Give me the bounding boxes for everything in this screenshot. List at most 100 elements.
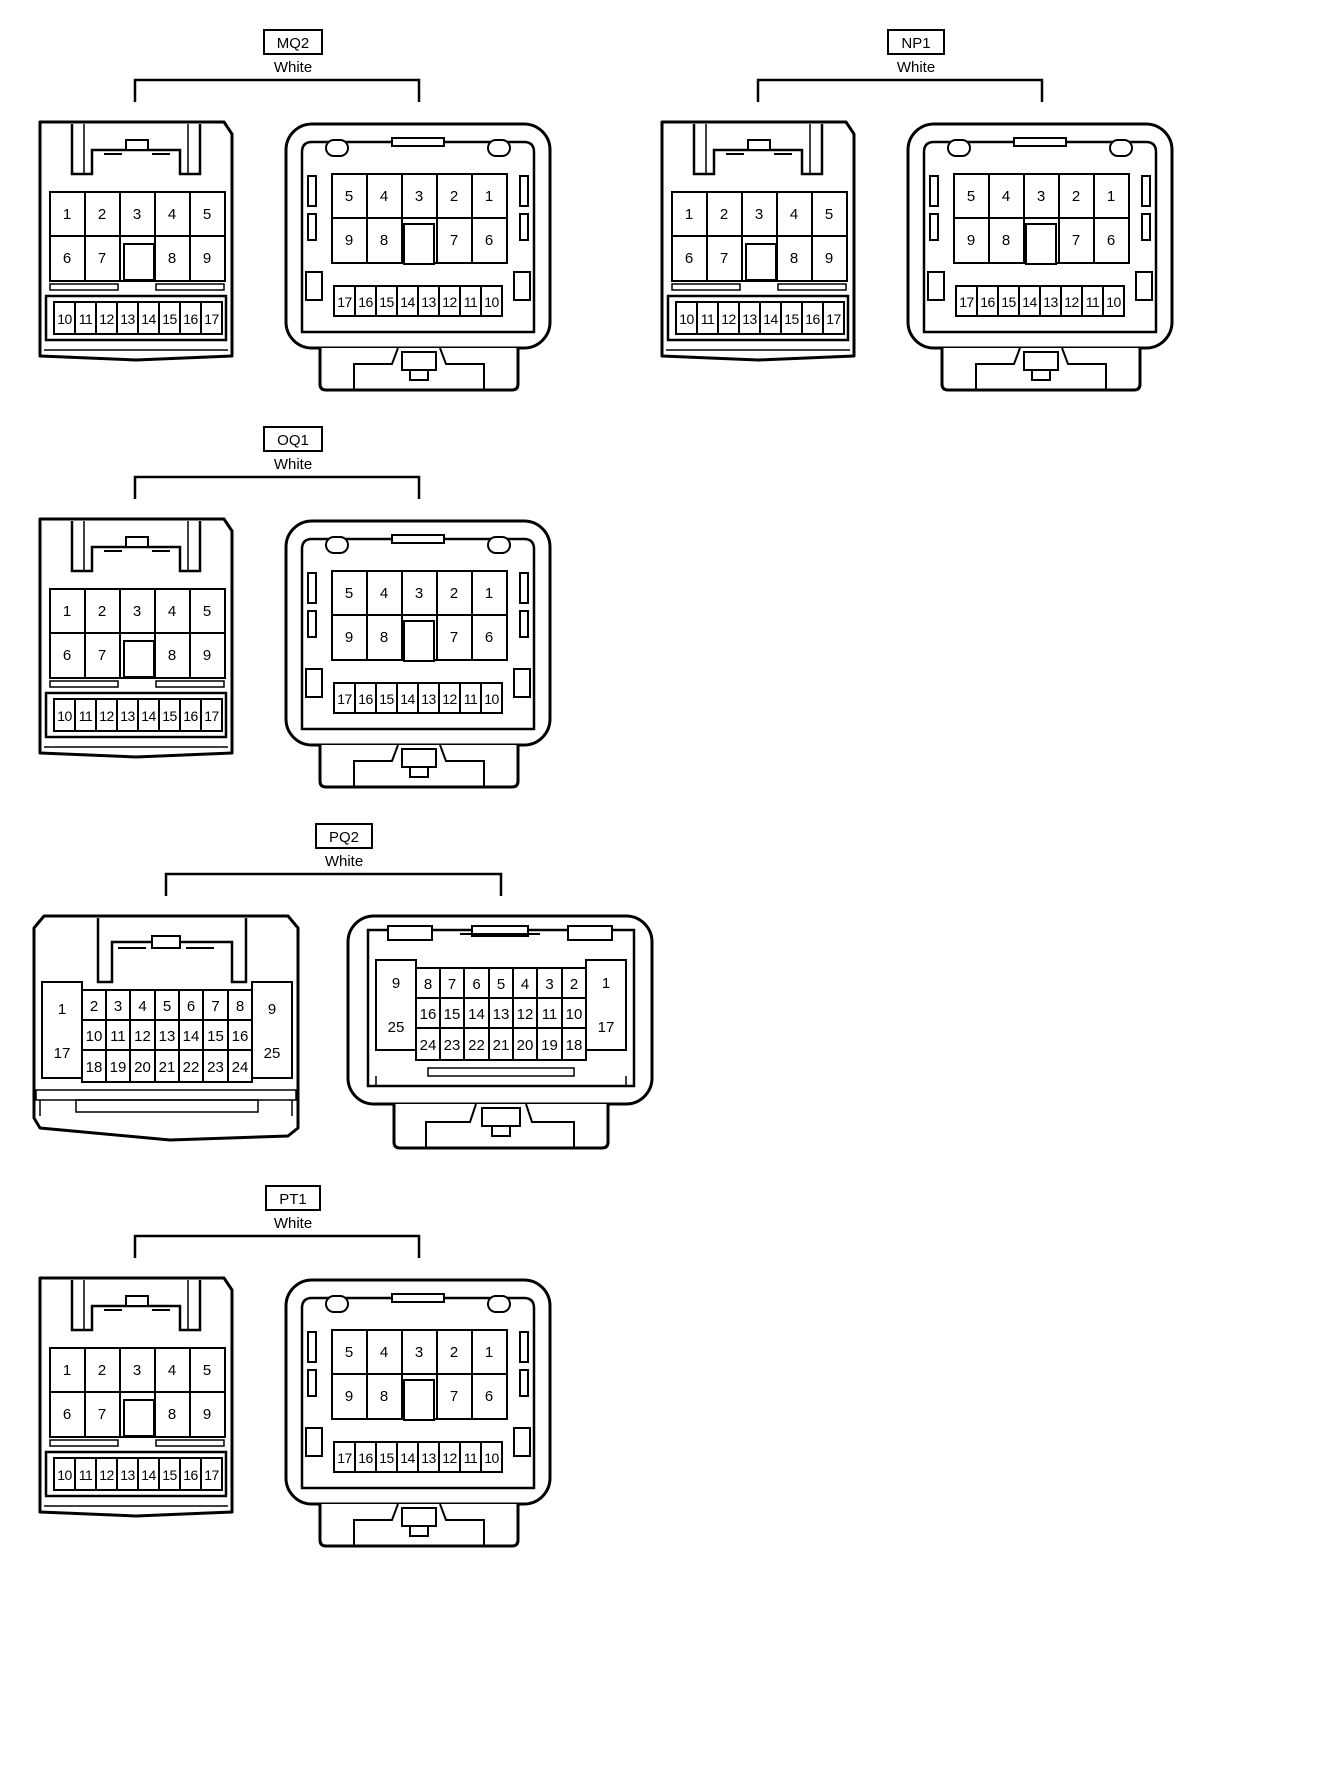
pin-label: 7 xyxy=(1072,232,1080,249)
pin-label: 9 xyxy=(203,647,211,664)
pin-label: 7 xyxy=(98,647,106,664)
pin-label: 12 xyxy=(721,311,736,327)
pin-label: 12 xyxy=(442,294,457,310)
pin-label: 3 xyxy=(545,976,553,993)
pin-label: 14 xyxy=(400,294,415,310)
pin-label: 8 xyxy=(380,232,388,249)
np1-id-box xyxy=(887,29,945,55)
pin-label: 11 xyxy=(464,691,478,707)
pin-label: 5 xyxy=(345,188,353,205)
pin-label: 17 xyxy=(54,1045,71,1062)
pin-label: 13 xyxy=(159,1028,176,1045)
pin-label: 4 xyxy=(168,1362,176,1379)
pin-label: 2 xyxy=(570,976,578,993)
pin-label: 25 xyxy=(264,1045,281,1062)
pin-label: 15 xyxy=(379,294,394,310)
pin-label: 13 xyxy=(1043,294,1058,310)
pin-label: 11 xyxy=(79,1467,93,1483)
pin-label: 4 xyxy=(168,206,176,223)
pin-label: 5 xyxy=(967,188,975,205)
pin-label: 7 xyxy=(211,998,219,1015)
pin-label: 11 xyxy=(464,294,478,310)
pin-label: 17 xyxy=(337,691,352,707)
pin-label: 1 xyxy=(485,1344,493,1361)
pin-label: 1 xyxy=(63,206,71,223)
pin-label: 7 xyxy=(450,629,458,646)
pin-label: 16 xyxy=(183,708,198,724)
pin-label: 12 xyxy=(99,708,114,724)
pin-label: 12 xyxy=(442,1450,457,1466)
pin-label: 3 xyxy=(133,206,141,223)
pin-label: 2 xyxy=(450,1344,458,1361)
np1-id-label: NP1 xyxy=(901,35,930,52)
pin-label: 4 xyxy=(138,998,146,1015)
pin-label: 15 xyxy=(207,1028,224,1045)
pin-label: 5 xyxy=(497,976,505,993)
pt1-color-label: White xyxy=(274,1215,312,1232)
pin-label: 14 xyxy=(183,1028,200,1045)
pin-label: 16 xyxy=(358,1450,373,1466)
pin-label: 17 xyxy=(959,294,974,310)
pin-label: 5 xyxy=(203,603,211,620)
pin-label: 9 xyxy=(345,1388,353,1405)
pin-label: 21 xyxy=(159,1059,176,1076)
pin-label: 5 xyxy=(345,1344,353,1361)
pin-label: 3 xyxy=(114,998,122,1015)
pin-label: 2 xyxy=(720,206,728,223)
pin-label: 8 xyxy=(168,250,176,267)
pin-label: 11 xyxy=(464,1450,478,1466)
pin-label: 10 xyxy=(1106,294,1121,310)
pin-label: 24 xyxy=(232,1059,249,1076)
pq2-bracket xyxy=(164,872,503,896)
pin-label: 4 xyxy=(521,976,529,993)
pin-label: 22 xyxy=(183,1059,200,1076)
pin-label: 1 xyxy=(485,188,493,205)
pin-label: 10 xyxy=(566,1006,583,1023)
pin-label: 16 xyxy=(358,294,373,310)
pin-label: 8 xyxy=(424,976,432,993)
pin-label: 9 xyxy=(203,1406,211,1423)
pin-label: 13 xyxy=(421,294,436,310)
pin-label: 6 xyxy=(485,629,493,646)
pin-label: 3 xyxy=(415,188,423,205)
pin-label: 7 xyxy=(98,250,106,267)
pin-label: 2 xyxy=(450,188,458,205)
pin-label: 11 xyxy=(1086,294,1100,310)
mq2-id-box xyxy=(263,29,323,55)
pin-label: 3 xyxy=(133,603,141,620)
pin-label: 10 xyxy=(57,311,72,327)
pin-label: 17 xyxy=(204,1467,219,1483)
pin-label: 16 xyxy=(805,311,820,327)
pin-label: 10 xyxy=(484,1450,499,1466)
pin-label: 1 xyxy=(1107,188,1115,205)
pin-label: 16 xyxy=(232,1028,249,1045)
pin-label: 17 xyxy=(204,708,219,724)
pin-label: 6 xyxy=(187,998,195,1015)
pin-label: 6 xyxy=(485,1388,493,1405)
pin-label: 14 xyxy=(141,311,156,327)
pin-label: 7 xyxy=(720,250,728,267)
pq2-id-label: PQ2 xyxy=(329,829,359,846)
pin-label: 10 xyxy=(484,294,499,310)
pin-label: 8 xyxy=(380,1388,388,1405)
pin-label: 14 xyxy=(1022,294,1037,310)
pin-label: 8 xyxy=(168,647,176,664)
pin-label: 6 xyxy=(1107,232,1115,249)
pin-label: 7 xyxy=(98,1406,106,1423)
pin-label: 15 xyxy=(162,311,177,327)
pt1-id-box xyxy=(265,1185,321,1211)
pin-label: 5 xyxy=(203,206,211,223)
pin-label: 10 xyxy=(86,1028,103,1045)
pin-label: 13 xyxy=(120,311,135,327)
pin-label: 7 xyxy=(448,976,456,993)
pin-label: 1 xyxy=(685,206,693,223)
pin-label: 12 xyxy=(1064,294,1079,310)
pin-label: 4 xyxy=(168,603,176,620)
pin-label: 11 xyxy=(542,1006,558,1023)
pin-label: 11 xyxy=(110,1028,126,1045)
